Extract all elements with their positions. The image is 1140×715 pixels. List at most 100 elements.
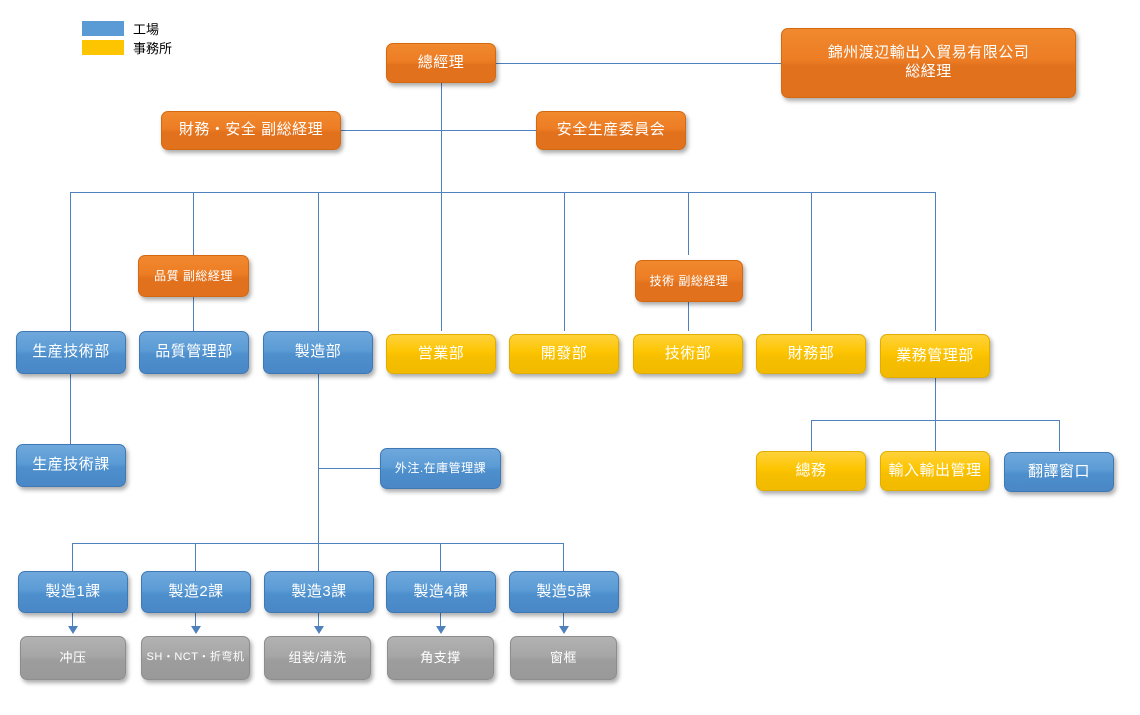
node-label-dept-quality-mgmt: 品質管理部 bbox=[155, 343, 233, 361]
node-label-dept-business-mgmt: 業務管理部 bbox=[896, 346, 974, 364]
node-label-mfg-4: 製造4課 bbox=[413, 582, 469, 600]
node-proc-4[interactable]: 角支撑 bbox=[387, 636, 494, 680]
node-safety-committee[interactable]: 安全生産委員会 bbox=[536, 111, 686, 150]
factory-swatch bbox=[82, 21, 124, 36]
node-sec-production-eng[interactable]: 生産技術課 bbox=[16, 444, 126, 487]
line-business-mgmt-trunk bbox=[935, 378, 936, 420]
node-label-finance-safety-deputy: 財務・安全 副総経理 bbox=[178, 121, 324, 139]
line-drop-translation bbox=[1059, 420, 1060, 451]
arrow-mfg-5 bbox=[559, 626, 569, 634]
arrow-mfg-4 bbox=[436, 626, 446, 634]
line-drop-mfg-5 bbox=[563, 543, 564, 571]
node-label-proc-1: 冲压 bbox=[59, 649, 87, 665]
node-label-mfg-1: 製造1課 bbox=[45, 582, 101, 600]
line-drop-quality-deputy bbox=[193, 297, 194, 331]
node-dept-production-eng[interactable]: 生産技術部 bbox=[16, 331, 126, 374]
node-technical-deputy[interactable]: 技術 副総経理 bbox=[635, 260, 743, 302]
line-drop-sales bbox=[441, 192, 442, 331]
node-label-sec-outsourcing-stock: 外注.在庫管理課 bbox=[394, 461, 487, 475]
node-label-sec-translation: 翻譯窗口 bbox=[1027, 462, 1090, 480]
line-drop-business-mgmt bbox=[935, 192, 936, 331]
node-label-proc-2: SH・NCT・折弯机 bbox=[146, 651, 245, 664]
node-mfg-2[interactable]: 製造2課 bbox=[141, 571, 251, 613]
line-drop-manufacturing bbox=[318, 192, 319, 331]
node-label-mfg-3: 製造3課 bbox=[291, 582, 347, 600]
node-parent-company[interactable]: 錦州渡辺輸出入貿易有限公司 総経理 bbox=[781, 28, 1076, 98]
node-label-dept-finance: 財務部 bbox=[787, 344, 835, 362]
node-proc-2[interactable]: SH・NCT・折弯机 bbox=[141, 636, 250, 680]
line-finance-to-safety-committee bbox=[341, 130, 536, 131]
node-dept-manufacturing[interactable]: 製造部 bbox=[263, 331, 373, 374]
line-drop-mfg-2 bbox=[195, 543, 196, 571]
node-label-technical-deputy: 技術 副総経理 bbox=[649, 273, 729, 288]
line-mfg-1-to-process bbox=[72, 613, 73, 628]
node-dept-quality-mgmt[interactable]: 品質管理部 bbox=[139, 331, 249, 374]
line-drop-technology bbox=[688, 192, 689, 255]
node-label-parent-company-line2: 総経理 bbox=[905, 63, 952, 80]
line-production-eng-to-section bbox=[70, 374, 71, 444]
line-drop-production-eng bbox=[70, 192, 71, 331]
line-mfg-2-to-process bbox=[195, 613, 196, 628]
node-sec-translation[interactable]: 翻譯窗口 bbox=[1004, 452, 1114, 492]
line-drop-general-affairs bbox=[811, 420, 812, 451]
line-drop-mfg-4 bbox=[440, 543, 441, 571]
node-label-dept-development: 開發部 bbox=[540, 344, 588, 362]
arrow-mfg-2 bbox=[191, 626, 201, 634]
line-gm-trunk bbox=[441, 83, 442, 192]
node-label-mfg-5: 製造5課 bbox=[536, 582, 592, 600]
line-mfg-3-to-process bbox=[318, 613, 319, 628]
office-swatch bbox=[82, 40, 124, 55]
node-dept-sales[interactable]: 営業部 bbox=[386, 334, 496, 374]
legend-label-office: 事務所 bbox=[133, 41, 173, 56]
node-label-proc-4: 角支撑 bbox=[420, 649, 461, 665]
node-general-manager[interactable]: 總經理 bbox=[386, 43, 496, 83]
node-label-general-manager: 總經理 bbox=[417, 53, 465, 71]
node-dept-business-mgmt[interactable]: 業務管理部 bbox=[880, 334, 990, 378]
node-label-dept-technology: 技術部 bbox=[664, 344, 712, 362]
line-mfg-5-to-process bbox=[563, 613, 564, 628]
node-label-quality-deputy: 品質 副総経理 bbox=[154, 268, 233, 283]
legend-item-factory: 工場 bbox=[82, 20, 172, 37]
line-drop-quality-mgmt bbox=[193, 192, 194, 255]
line-main-bus bbox=[70, 192, 936, 193]
node-proc-3[interactable]: 组装/清洗 bbox=[264, 636, 371, 680]
line-mfg-4-to-process bbox=[440, 613, 441, 628]
line-mfg-bus bbox=[72, 543, 563, 544]
line-drop-mfg-3 bbox=[318, 543, 319, 571]
node-label-safety-committee: 安全生産委員会 bbox=[556, 121, 666, 139]
node-mfg-4[interactable]: 製造4課 bbox=[386, 571, 496, 613]
node-dept-technology[interactable]: 技術部 bbox=[633, 334, 743, 374]
line-drop-technical-deputy bbox=[688, 302, 689, 331]
node-label-sec-production-eng: 生産技術課 bbox=[32, 456, 110, 474]
node-mfg-1[interactable]: 製造1課 bbox=[18, 571, 128, 613]
line-drop-development bbox=[564, 192, 565, 331]
line-gm-to-parent bbox=[491, 63, 781, 64]
node-proc-1[interactable]: 冲压 bbox=[20, 636, 126, 680]
node-dept-finance[interactable]: 財務部 bbox=[756, 334, 866, 374]
node-mfg-5[interactable]: 製造5課 bbox=[509, 571, 619, 613]
node-mfg-3[interactable]: 製造3課 bbox=[264, 571, 374, 613]
arrow-mfg-3 bbox=[314, 626, 324, 634]
legend-item-office: 事務所 bbox=[82, 39, 172, 56]
node-label-proc-5: 窗框 bbox=[549, 649, 577, 665]
node-quality-deputy[interactable]: 品質 副総経理 bbox=[138, 255, 249, 297]
line-manufacturing-trunk bbox=[318, 374, 319, 543]
node-sec-outsourcing-stock[interactable]: 外注.在庫管理課 bbox=[380, 448, 501, 489]
node-label-dept-production-eng: 生産技術部 bbox=[32, 343, 110, 361]
node-label-dept-sales: 営業部 bbox=[417, 344, 465, 362]
node-label-sec-import-export: 輸入輸出管理 bbox=[888, 461, 982, 479]
node-sec-general-affairs[interactable]: 總務 bbox=[756, 451, 866, 491]
node-proc-5[interactable]: 窗框 bbox=[510, 636, 617, 680]
node-label-mfg-2: 製造2課 bbox=[168, 582, 224, 600]
node-sec-import-export[interactable]: 輸入輸出管理 bbox=[880, 451, 990, 491]
line-drop-mfg-1 bbox=[72, 543, 73, 571]
node-finance-safety-deputy[interactable]: 財務・安全 副総経理 bbox=[161, 111, 341, 150]
node-label-parent-company-line1: 錦州渡辺輸出入貿易有限公司 bbox=[827, 44, 1030, 62]
arrow-mfg-1 bbox=[68, 626, 78, 634]
node-label-sec-general-affairs: 總務 bbox=[795, 461, 827, 479]
node-label-dept-manufacturing: 製造部 bbox=[294, 343, 342, 361]
line-drop-import-export bbox=[935, 420, 936, 451]
node-label-proc-3: 组装/清洗 bbox=[288, 649, 347, 665]
node-dept-development[interactable]: 開發部 bbox=[509, 334, 619, 374]
